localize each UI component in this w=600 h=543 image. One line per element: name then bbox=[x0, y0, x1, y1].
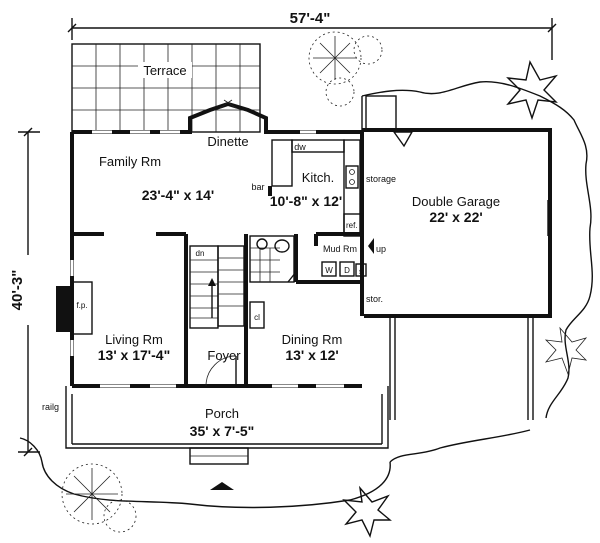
laundry-sink-label: s bbox=[359, 267, 363, 276]
garage: Double Garage 22' x 22' bbox=[362, 95, 552, 420]
overall-depth-dimension: 40'-3" bbox=[8, 127, 40, 457]
up-arrow bbox=[368, 238, 374, 254]
dishwasher-label: dw bbox=[294, 142, 306, 152]
overall-depth-label: 40'-3" bbox=[9, 270, 26, 311]
porch-size: 35' x 7'-5" bbox=[190, 423, 255, 439]
overall-width-label: 57'-4" bbox=[290, 10, 331, 27]
up-label: up bbox=[376, 244, 386, 254]
family-room-name: Family Rm bbox=[99, 154, 161, 169]
powder-room-tile bbox=[250, 247, 280, 282]
sink-icon bbox=[256, 238, 268, 250]
fireplace bbox=[56, 286, 72, 332]
washer-icon bbox=[321, 261, 337, 277]
refrigerator-label: ref. bbox=[346, 221, 358, 230]
garage-size: 22' x 22' bbox=[429, 209, 482, 225]
living-room-name: Living Rm bbox=[105, 332, 163, 347]
porch-name: Porch bbox=[205, 406, 239, 421]
laundry-sink-icon bbox=[355, 263, 367, 277]
landscaping bbox=[19, 31, 593, 539]
living-room-size: 13' x 17'-4" bbox=[98, 347, 170, 363]
foyer-label: Foyer bbox=[207, 348, 241, 363]
range-icon bbox=[345, 165, 359, 189]
closet-label: cl bbox=[254, 313, 260, 322]
kitchen-size: 10'-8" x 12' bbox=[270, 193, 342, 209]
storage-short-label: stor. bbox=[366, 294, 383, 304]
family-room-size: 23'-4" x 14' bbox=[142, 187, 214, 203]
fireplace-label: f.p. bbox=[76, 301, 87, 310]
dryer-icon bbox=[339, 261, 355, 277]
kitchen-name: Kitch. bbox=[302, 170, 335, 185]
overall-width-dimension: 57'-4" bbox=[67, 8, 557, 60]
washer-label: W bbox=[325, 266, 333, 275]
storage-label: storage bbox=[366, 174, 396, 184]
bar-label: bar bbox=[251, 182, 264, 192]
terrace-label: Terrace bbox=[143, 63, 186, 78]
dryer-label: D bbox=[344, 266, 350, 275]
front-entry-arrow bbox=[210, 482, 234, 490]
mud-room-name: Mud Rm bbox=[323, 244, 357, 254]
toilet-icon bbox=[274, 239, 290, 253]
railing-label: railg bbox=[42, 402, 59, 412]
terrace: Terrace bbox=[71, 43, 261, 133]
dining-room-size: 13' x 12' bbox=[285, 347, 338, 363]
dining-room-name: Dining Rm bbox=[282, 332, 343, 347]
garage-name: Double Garage bbox=[412, 194, 500, 209]
dinette-label: Dinette bbox=[207, 134, 248, 149]
porch: Porch 35' x 7'-5" bbox=[65, 386, 389, 465]
stairs-down-label: dn bbox=[196, 249, 205, 258]
house-walls bbox=[56, 99, 374, 388]
